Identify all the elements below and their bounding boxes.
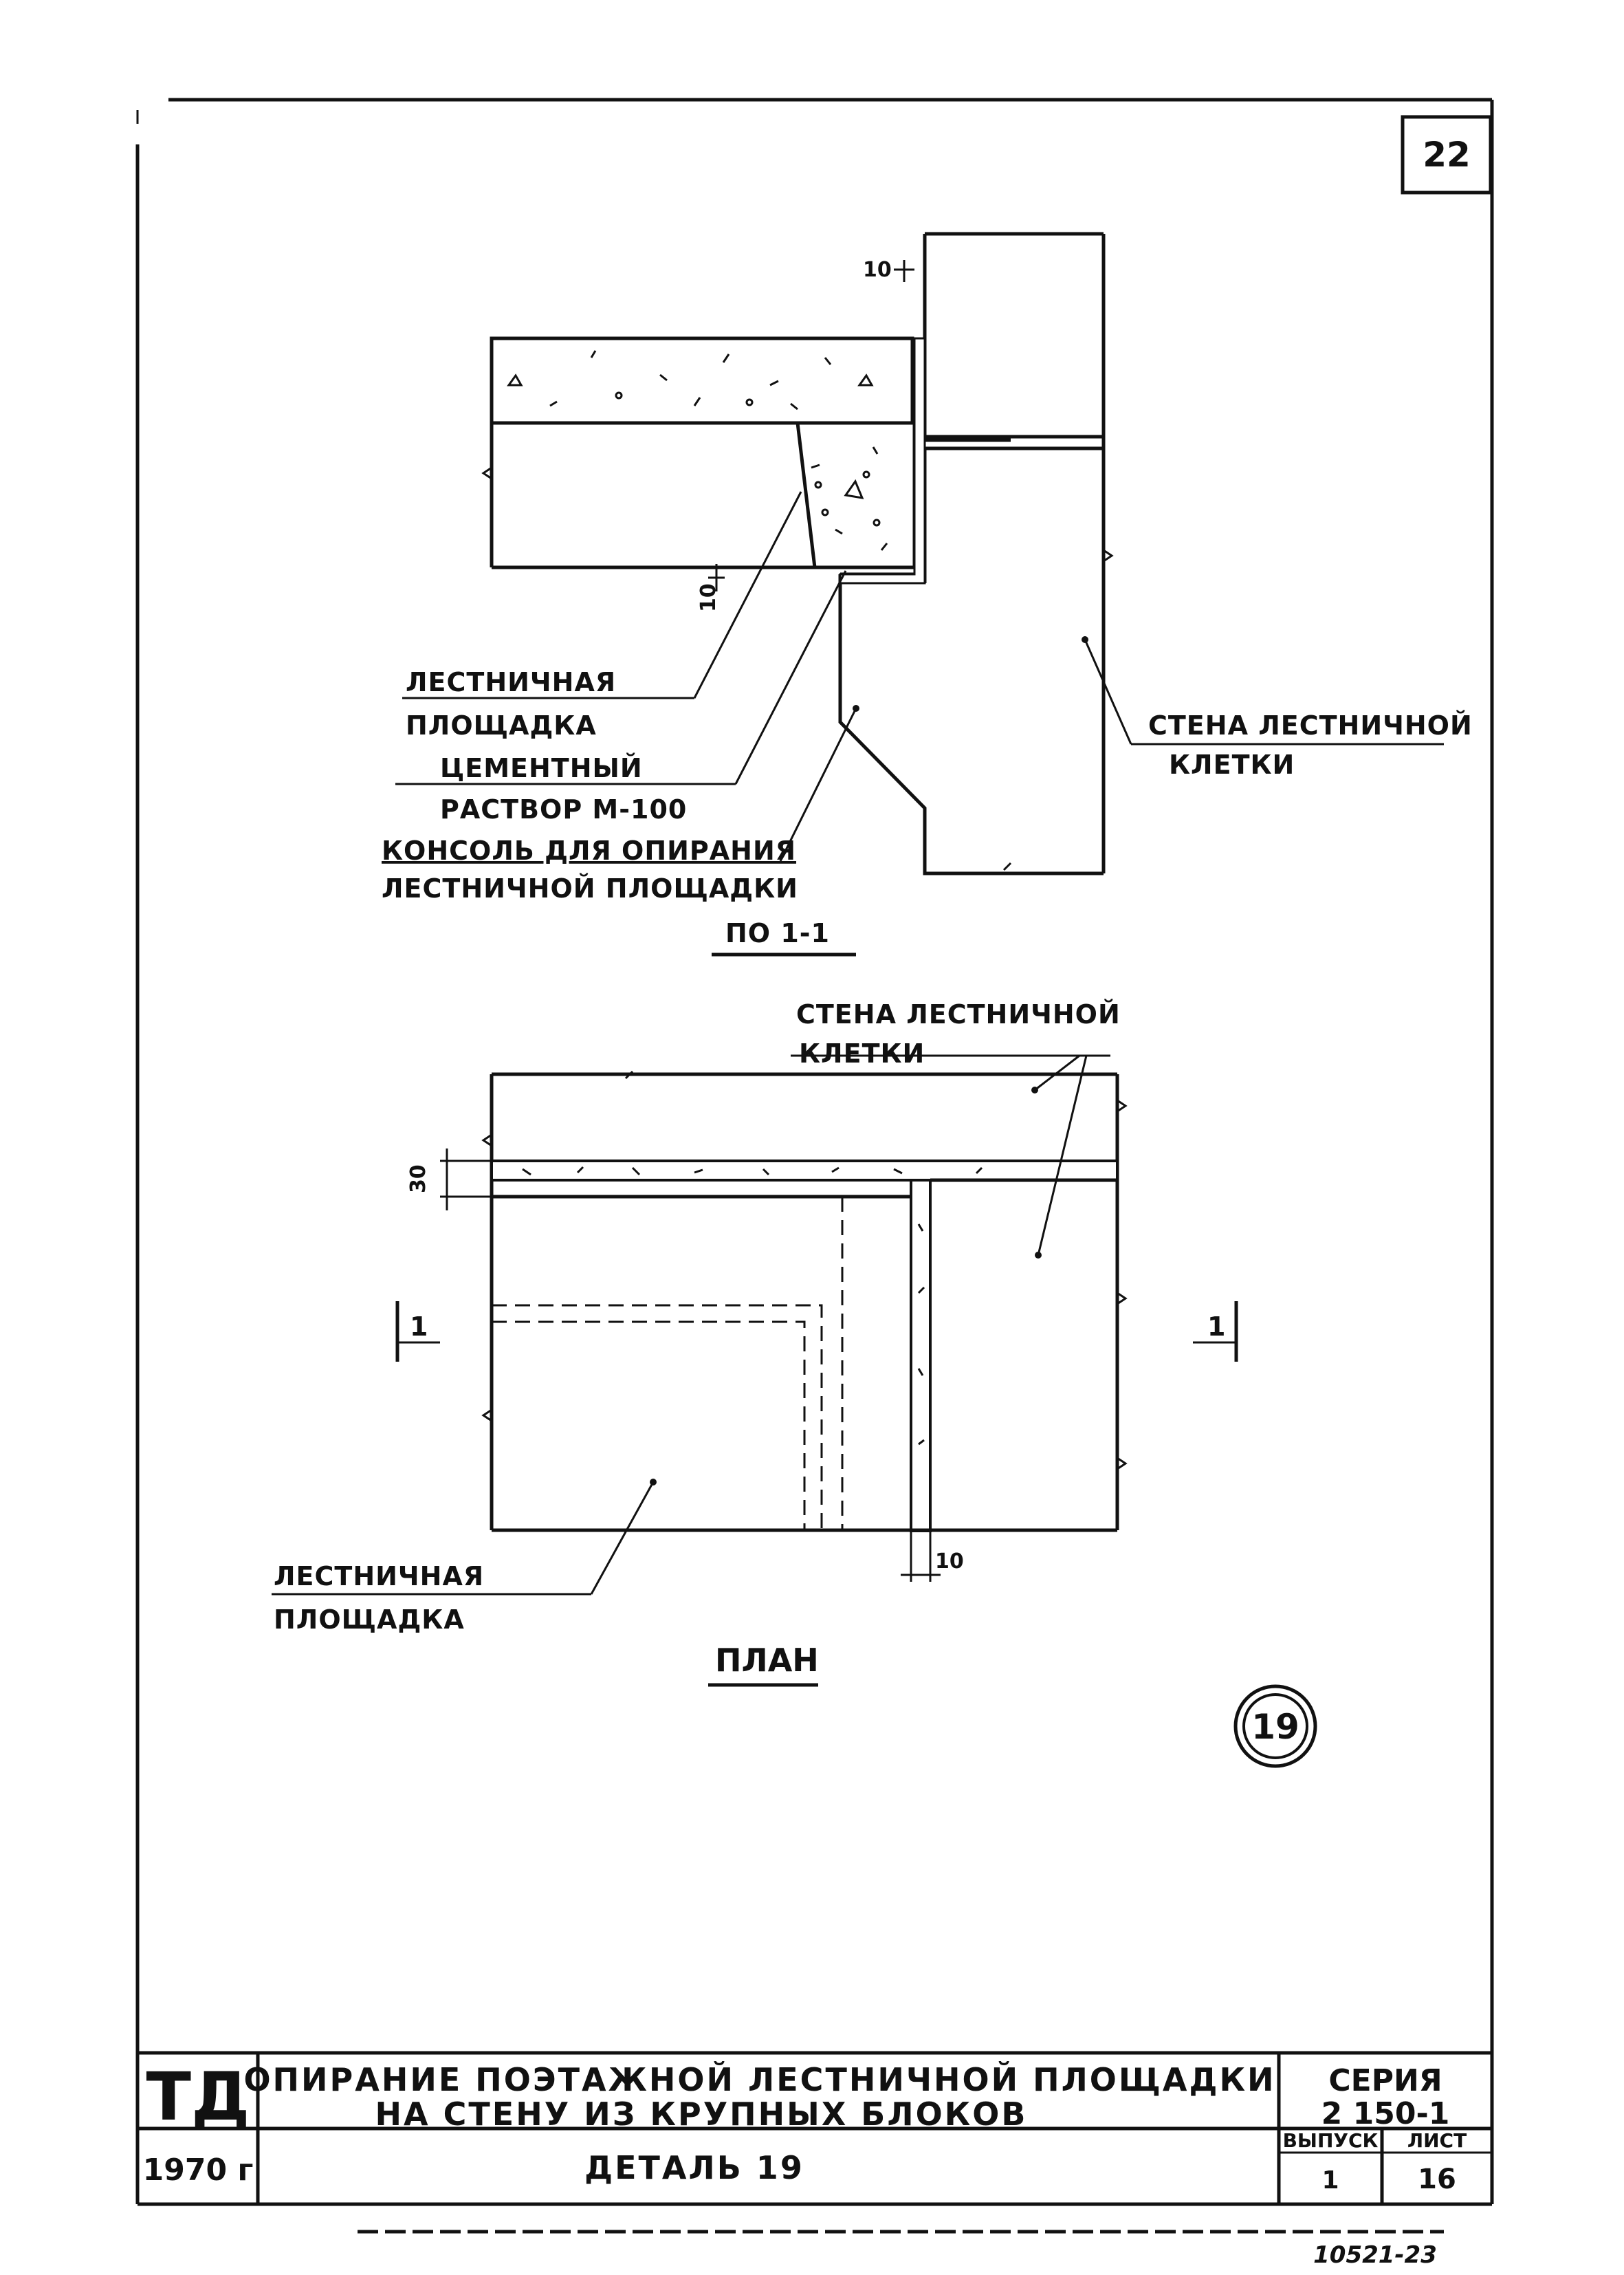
title-block-sheet-value: 16 <box>1418 2164 1456 2195</box>
section-label-console-2: ЛЕСТНИЧНОЙ ПЛОЩАДКИ <box>382 873 798 904</box>
section-label-landing-2: ПЛОЩАДКА <box>406 710 597 741</box>
plan-label-wall-1: СТЕНА ЛЕСТНИЧНОЙ <box>796 999 1121 1030</box>
title-block-org: ТД <box>146 2058 250 2135</box>
sheet-frame <box>135 98 1494 2234</box>
plan-caption: ПЛАН <box>715 1642 819 1679</box>
svg-text:10: 10 <box>696 583 721 612</box>
title-block-series-value: 2 150-1 <box>1321 2096 1450 2131</box>
plan-hatch <box>522 1166 983 1446</box>
plan-label-landing-1: ЛЕСТНИЧНАЯ <box>274 1561 484 1591</box>
title-block-sheet-label: ЛИСТ <box>1407 2129 1467 2152</box>
section-wall <box>923 234 1011 442</box>
concrete-hatch <box>507 350 888 551</box>
svg-text:10: 10 <box>863 258 892 282</box>
plan-hidden-lines <box>492 1197 844 1530</box>
title-block-detail: ДЕТАЛЬ 19 <box>584 2149 804 2186</box>
section-leaders <box>395 491 1444 862</box>
svg-text:30: 30 <box>406 1164 430 1193</box>
console-profile <box>838 574 1104 875</box>
section-view: 10 10 ЛЕСТНИЧНАЯ ПЛОЩАДКА ЦЕМЕНТНЫЙ РАСТ… <box>382 232 1473 957</box>
plan-view: 30 10 1 1 СТЕНА ЛЕС <box>272 999 1238 1687</box>
title-block-series-label: СЕРИЯ <box>1328 2063 1442 2098</box>
section-label-wall-1: СТЕНА ЛЕСТНИЧНОЙ <box>1148 710 1473 741</box>
plan-cut-right: 1 <box>1193 1301 1238 1362</box>
svg-text:10: 10 <box>935 1549 964 1574</box>
detail-badge-number: 19 <box>1251 1707 1299 1747</box>
svg-text:1: 1 <box>410 1311 428 1342</box>
title-block-year: 1970 г <box>143 2153 254 2188</box>
title-block: ТД 1970 г ОПИРАНИЕ ПОЭТАЖНОЙ ЛЕСТНИЧНОЙ … <box>138 2051 1492 2206</box>
landing-slab <box>490 336 914 425</box>
plan-label-wall-2: КЛЕТКИ <box>799 1038 925 1069</box>
section-dim-top: 10 <box>863 258 914 282</box>
section-label-console-1: КОНСОЛЬ ДЛЯ ОПИРАНИЯ <box>382 836 796 866</box>
plan-break-marks <box>481 1070 1128 1470</box>
title-block-title-2: НА СТЕНУ ИЗ КРУПНЫХ БЛОКОВ <box>375 2096 1028 2133</box>
plan-label-landing-2: ПЛОЩАДКА <box>274 1604 465 1635</box>
sheet-number: 22 <box>1423 135 1471 175</box>
title-block-title-1: ОПИРАНИЕ ПОЭТАЖНОЙ ЛЕСТНИЧНОЙ ПЛОЩАДКИ <box>243 2061 1275 2098</box>
section-label-landing-1: ЛЕСТНИЧНАЯ <box>406 667 616 697</box>
plan-mortar-vertical <box>910 1179 932 1532</box>
title-block-issue-value: 1 <box>1321 2166 1339 2195</box>
section-label-mortar-1: ЦЕМЕНТНЫЙ <box>440 753 643 783</box>
section-label-mortar-2: РАСТВОР М-100 <box>440 794 687 825</box>
plan-dim-bottom: 10 <box>901 1530 964 1582</box>
sheet-number-box: 22 <box>1401 115 1493 195</box>
title-block-issue-label: ВЫПУСК <box>1283 2129 1379 2152</box>
plan-mortar-strip <box>490 1160 1119 1182</box>
break-marks <box>481 466 1114 871</box>
plan-dim-side: 30 <box>406 1149 492 1210</box>
section-caption: ПО 1-1 <box>725 918 830 948</box>
section-dim-bottom: 10 <box>696 564 725 612</box>
archive-number: 10521-23 <box>1313 2241 1437 2269</box>
plan-cut-left: 1 <box>395 1301 440 1362</box>
svg-text:1: 1 <box>1207 1311 1226 1342</box>
detail-badge: 19 <box>1233 1684 1317 1768</box>
plan-leaders <box>272 1054 1110 1596</box>
section-label-wall-2: КЛЕТКИ <box>1169 750 1295 780</box>
